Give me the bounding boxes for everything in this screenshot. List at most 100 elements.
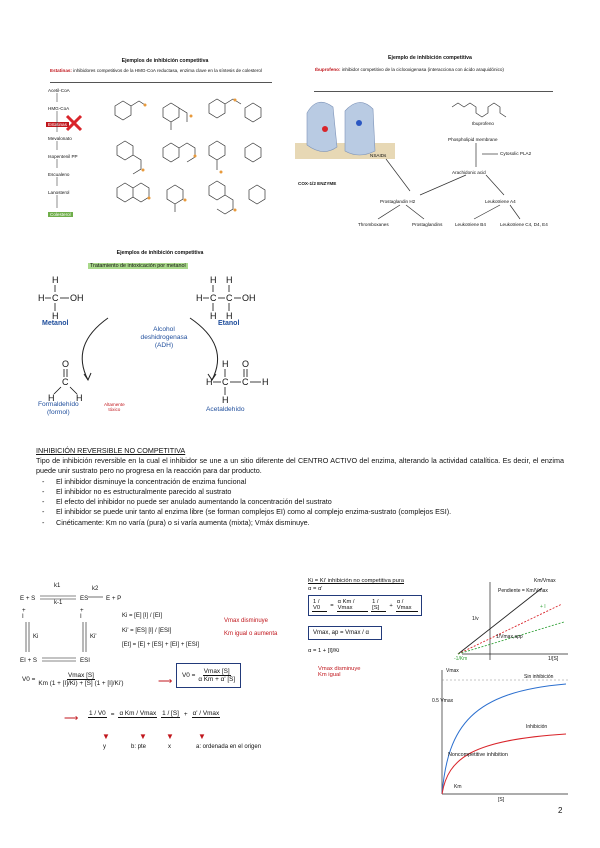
axis-label-y: y [103, 744, 106, 750]
arachidonic-label: Arachidonic acid [452, 170, 486, 175]
statins-figure-title: Ejemplos de inhibición competitiva [121, 58, 209, 64]
equals-sign: = [110, 710, 115, 718]
lb-lhs: 1 / V0 [88, 710, 107, 718]
axis-label-b: b: pte [131, 744, 147, 750]
lb-ylabel: 1/v [472, 616, 479, 622]
ibuprofen-structure [451, 102, 507, 118]
equals-sign: = [330, 602, 334, 609]
formaldehido-label: Formaldehído (formol) [38, 401, 79, 417]
substrate-marks [322, 120, 362, 132]
svg-text:I: I [22, 613, 24, 620]
pure-equation-box: 1 / V0 = α Km / Vmax 1 / [S] + α / Vmax [308, 595, 422, 616]
mm-inh-title: Noncompetitive inhibition [448, 752, 508, 758]
svg-text:H: H [226, 311, 233, 321]
lb-inhibitor: + I [540, 604, 546, 610]
cox-enzyme-illustration [295, 101, 395, 159]
lb-yint: 1/Vmax,app [496, 634, 523, 640]
ki-equation: Ki = [E] [I] / [EI] [122, 613, 163, 619]
methanol-treatment-label: Tratamiento de intoxicación por metanol [88, 263, 188, 270]
pathway-step: Isopentenil PP [48, 154, 78, 159]
v0-general-equation: V0 = Vmax [S] Km (1 + [I]/Ki) + [S] (1 +… [22, 672, 124, 687]
svg-text:H: H [210, 275, 217, 285]
ibuprofen-caption-bold: Ibuprofeno: [315, 67, 341, 72]
lb-xint: -1/Km [454, 656, 468, 662]
methanol-figure-title: Ejemplos de inhibición competitiva [116, 250, 204, 256]
methanol-figure: Ejemplos de inhibición competitiva Trata… [30, 250, 300, 425]
svg-text:ESI: ESI [80, 657, 90, 664]
down-arrow-icon: ▼ [139, 732, 147, 741]
lb-xlabel: 1/[S] [548, 656, 559, 662]
svg-text:C: C [226, 293, 233, 303]
caption-underline [314, 91, 553, 92]
product-label: Prostaglandins [412, 222, 443, 227]
toxic-label: Altamente tóxico [104, 402, 125, 413]
v0-simplified-box: V0 = Vmax [S] α Km + α' [S] [176, 663, 242, 688]
formaldehido-name: Formaldehído [38, 401, 79, 408]
svg-text:C: C [52, 293, 59, 303]
ibuprofen-caption: Ibuprofeno: inhibidor competitivo de la … [315, 67, 553, 72]
michaelis-menten-graph: Vmax Sin inhibición 0.5 Vmax Inhibición … [432, 666, 572, 806]
pure-slope-text: α Km / Vmax [336, 599, 369, 612]
pathway-step: HMG-CoA [48, 106, 70, 111]
svg-text:H: H [38, 293, 45, 303]
pure-slope: α Km / Vmax [336, 599, 369, 612]
svg-text:C: C [62, 377, 69, 387]
lb-line-inhibited [457, 587, 543, 655]
mm-xlabel: [S] [498, 797, 505, 803]
bullet-item: El inhibidor disminuye la concentración … [36, 477, 564, 487]
formaldehido-alias: (formol) [46, 408, 70, 416]
box-numerator: Vmax [S] [202, 668, 231, 676]
k2-label: k2 [92, 586, 99, 592]
plus-sign: + [183, 710, 188, 718]
down-arrow-icon: ▼ [166, 732, 174, 741]
lineweaver-equation: 1 / V0 = α Km / Vmax 1 / [S] + α' / Vmax [88, 710, 221, 718]
mm-noinh-label: Sin inhibición [524, 674, 554, 680]
lb-lhs-text: 1 / V0 [88, 710, 107, 718]
statins-caption-bold: Estatinas: [50, 68, 72, 73]
pure-rhs: α / Vmax [395, 599, 418, 612]
bullet-item: Cinéticamente: Km no varía (pura) o si v… [36, 518, 564, 528]
adh-enzyme-label: Alcohol deshidrogenasa (ADH) [124, 326, 204, 350]
cox-protein-icon [306, 101, 376, 156]
svg-text:H: H [196, 293, 203, 303]
box-lhs: V0 = [182, 672, 196, 679]
down-arrow-icon: ▼ [102, 732, 110, 741]
axis-label-x: x [168, 744, 171, 750]
statins-structures [56, 93, 266, 215]
kip-label: Ki' [90, 634, 97, 640]
reaction-arrows [81, 317, 219, 382]
pathway-step: Mevalonato [48, 136, 72, 141]
pathway-step: Lanosterol [48, 190, 70, 195]
pure-title: Ki = Ki' inhibición no competitiva pura [308, 578, 405, 584]
cytosolic-pla2-label: Cytosolic PLA2 [500, 151, 532, 156]
metanol-label: Metanol [42, 320, 69, 327]
lb-pendiente: Pendiente = Km/Vmax [498, 588, 548, 594]
lb-rhs-text: α' / Vmax [191, 710, 221, 718]
lb-rhs: α' / Vmax [191, 710, 221, 718]
pure-s: 1 / [S] [371, 599, 387, 612]
caption-underline [50, 82, 272, 83]
lb-line-no-inhibitor [457, 621, 565, 655]
mm-vmax-half: 0.5 Vmax [432, 698, 454, 704]
pure-note-km: Km igual [318, 672, 341, 678]
lineweaver-burk-graph: 1/v Pendiente = Km/Vmax Km/Vmax 1/Vmax,a… [432, 574, 572, 662]
pure-note-vmax: Vmax disminuye [318, 666, 361, 672]
svg-text:O: O [62, 359, 69, 369]
toxic-line: tóxico [108, 407, 121, 413]
kip-equation: Ki' = [ES] [I] / [ESI] [122, 628, 172, 634]
bullet-item: El efecto del inhibidor no puede ser anu… [36, 497, 564, 507]
nsaid-label: NSAIDs [370, 153, 387, 158]
mm-plot [441, 670, 568, 795]
product-label: Thromboxanes [358, 222, 389, 227]
svg-text:H: H [226, 275, 233, 285]
acetaldehido-label: Acetaldehído [206, 406, 245, 413]
adh-line: deshidrogenasa [140, 333, 188, 341]
svg-text:H: H [222, 359, 229, 369]
mm-curve-inhibited [441, 733, 567, 795]
svg-text:E + S: E + S [20, 595, 35, 602]
svg-text:+: + [80, 607, 84, 614]
section-heading: INHIBICIÓN REVERSIBLE NO COMPETITIVA [36, 446, 186, 455]
pure-lhs: 1 / V0 [312, 599, 328, 612]
v0-lhs: V0 = [22, 676, 36, 683]
v0-denominator: Km (1 + [I]/Ki) + [S] (1 + [I]/Ki') [38, 680, 124, 687]
